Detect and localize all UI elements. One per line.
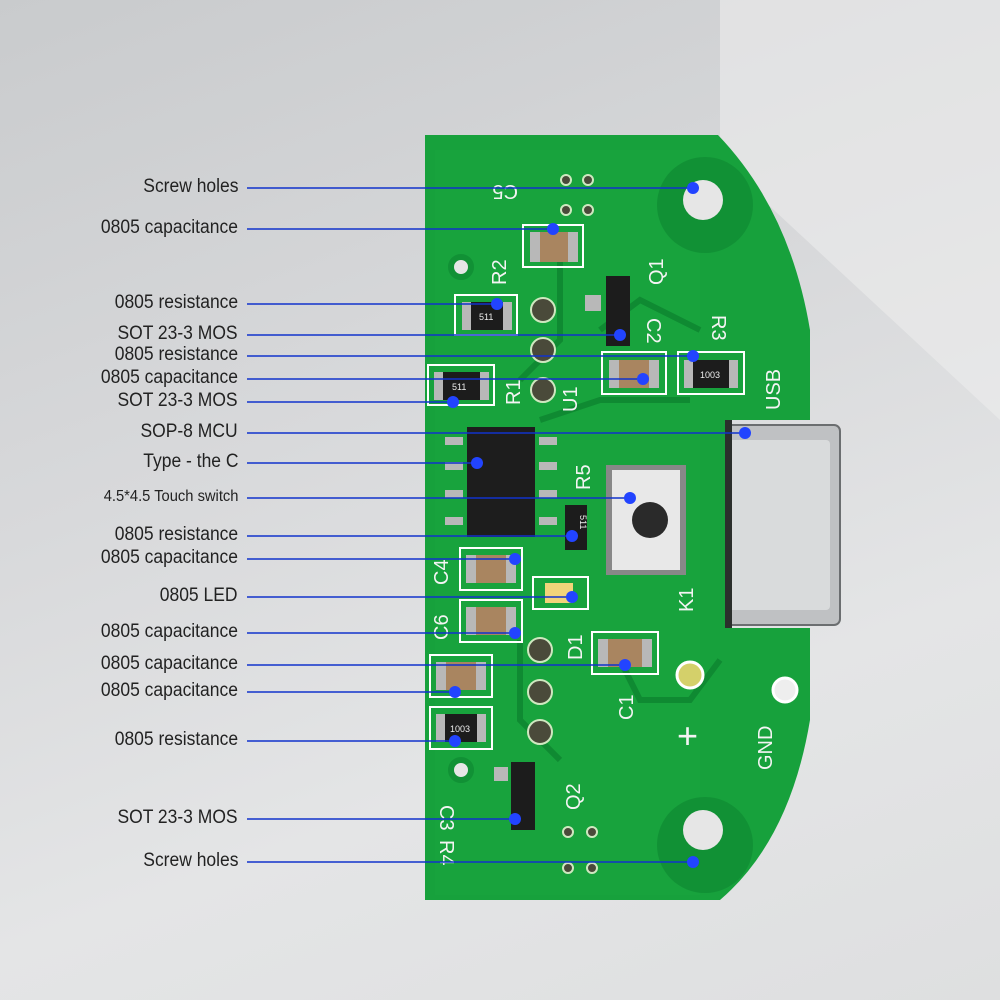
silk-r2: R2 xyxy=(489,259,511,285)
callout-label: 0805 capacitance xyxy=(100,367,238,388)
callout-label: 0805 resistance xyxy=(114,524,238,545)
silk-c2: C2 xyxy=(642,318,664,344)
callout-label: 0805 resistance xyxy=(114,292,238,313)
callout-label: 0805 resistance xyxy=(114,344,238,365)
callout-label: 0805 capacitance xyxy=(100,680,238,701)
callout-label: 0805 capacitance xyxy=(100,653,238,674)
callout-label: SOT 23-3 MOS xyxy=(117,390,238,411)
silk-u1: U1 xyxy=(560,386,582,412)
capacitor-c6 xyxy=(459,599,523,643)
silk-c3: C3 xyxy=(435,805,457,831)
resistor-r4 xyxy=(429,706,493,750)
callout-label: 0805 resistance xyxy=(114,729,238,750)
callout-label: SOT 23-3 MOS xyxy=(117,807,238,828)
silk-r3: R3 xyxy=(707,315,729,341)
callout-label: SOP-8 MCU xyxy=(140,421,238,442)
callout-label: 0805 capacitance xyxy=(100,547,238,568)
usb-c-connector xyxy=(712,415,841,635)
capacitor-c3 xyxy=(429,654,493,698)
gnd-pad xyxy=(771,676,799,704)
resistor-r1 xyxy=(427,364,495,406)
silk-c5: C5 xyxy=(492,180,518,202)
callout-label: 0805 LED xyxy=(160,585,238,606)
code-r3: 1003 xyxy=(700,370,720,380)
silk-q1: Q1 xyxy=(646,258,668,285)
callout-label: SOT 23-3 MOS xyxy=(117,323,238,344)
silk-gnd: GND xyxy=(755,726,777,770)
silk-r5: R5 xyxy=(573,464,595,490)
silk-q2: Q2 xyxy=(563,783,585,810)
capacitor-c1 xyxy=(591,631,659,675)
mcu-sop8 xyxy=(445,427,557,537)
silk-d1: D1 xyxy=(565,634,587,660)
silk-c6: C6 xyxy=(431,614,453,640)
callout-label: 4.5*4.5 Touch switch xyxy=(103,488,238,505)
callout-label: Screw holes xyxy=(142,176,238,197)
code-r1: 511 xyxy=(452,382,466,392)
code-r4: 1003 xyxy=(450,724,470,734)
silk-r4: R4 xyxy=(435,840,457,866)
callout-label: 0805 capacitance xyxy=(100,621,238,642)
silk-plus: + xyxy=(677,715,698,756)
callout-label: Screw holes xyxy=(142,850,238,871)
silk-c4: C4 xyxy=(431,559,453,585)
screw-hole-top xyxy=(683,180,723,220)
screw-hole-bottom xyxy=(683,810,723,850)
silk-k1: K1 xyxy=(676,588,698,612)
capacitor-c2 xyxy=(601,351,667,395)
code-r5: 511 xyxy=(578,515,588,529)
code-r2: 511 xyxy=(479,312,493,322)
resistor-r3 xyxy=(677,351,745,395)
plus-pad xyxy=(675,660,705,690)
silk-r1: R1 xyxy=(503,379,525,405)
callout-label: Type - the C xyxy=(142,451,238,472)
touch-switch xyxy=(606,465,686,575)
silk-c1: C1 xyxy=(616,694,638,720)
silk-usb: USB xyxy=(763,369,785,410)
callout-label: 0805 capacitance xyxy=(100,217,238,238)
